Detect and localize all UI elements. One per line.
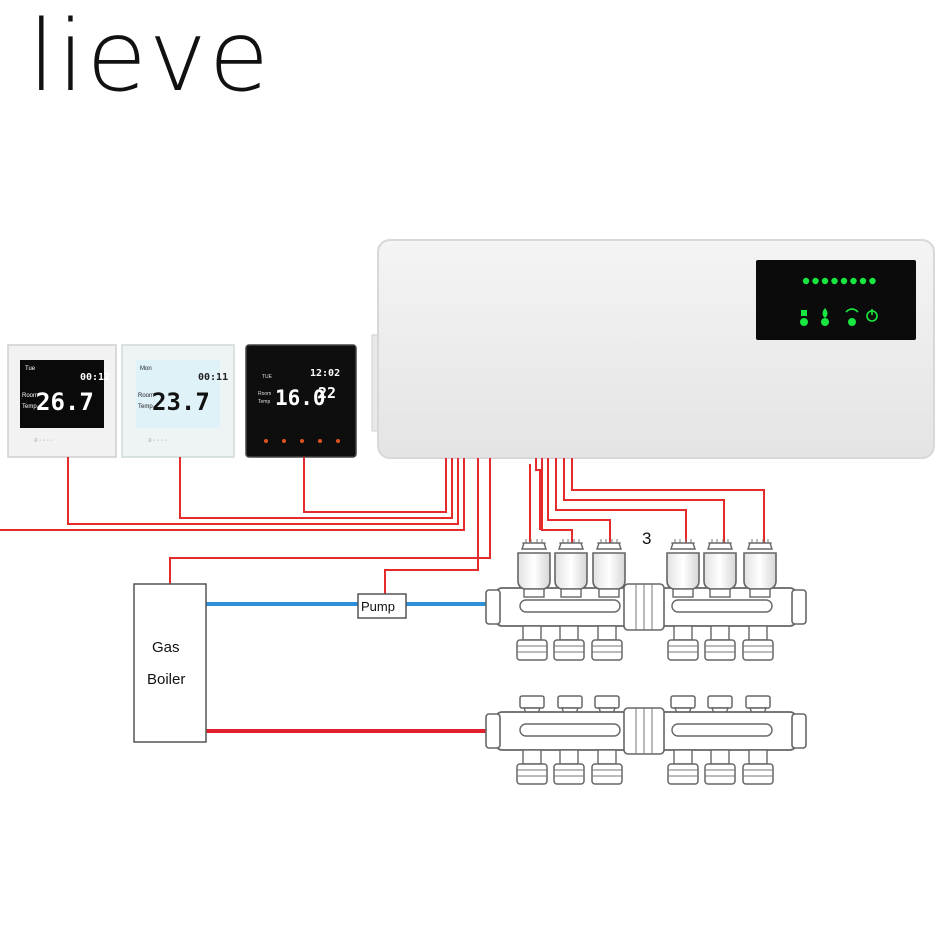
thermal-actuator (666, 538, 700, 598)
wire-actuator-4 (555, 458, 687, 545)
pump-icon (801, 310, 807, 316)
thermostat-screen (20, 360, 104, 428)
room-label: Room (258, 391, 271, 397)
zone-led (802, 277, 810, 285)
wire-thermostat-2 (179, 457, 453, 519)
wire-actuator-6 (571, 458, 765, 545)
thermal-actuator (592, 538, 626, 598)
room-label: Room (22, 393, 38, 399)
wire-external (0, 458, 465, 531)
thermostat-day: TUE (262, 374, 273, 380)
wire-actuator-3 (547, 458, 611, 545)
wire-actuator-5 (563, 458, 725, 545)
wire-thermostat-1 (67, 457, 459, 525)
wire-thermostat-3 (303, 457, 447, 513)
thermostat-temperature: 23.7 (152, 388, 210, 416)
signal-wires (0, 457, 765, 594)
led-status-panel (756, 260, 916, 340)
thermostat-day: Mon (140, 366, 152, 372)
thermostat-backlit: Mon 00:11 Room Temp 23.7 ≡ ◦ ◦ ◦ ◦ (121, 344, 235, 458)
flow-manifold (485, 538, 807, 661)
return-manifold (485, 695, 807, 785)
pump: Pump (357, 593, 407, 619)
thermostat-time: 12:02 (310, 368, 340, 379)
touch-keys: ≡ ◦ ◦ ◦ ◦ (34, 438, 53, 444)
thermal-actuator (554, 538, 588, 598)
temp-label: Temp (258, 399, 270, 405)
thermostat-temperature: 26.7 (36, 388, 94, 416)
thermostat-black: TUE 12:02 Room Temp 16.0 22 (245, 344, 357, 458)
thermal-actuator (743, 538, 777, 598)
gas-boiler: Gas Boiler (133, 583, 207, 743)
flame-icon (822, 308, 828, 318)
boiler-label-line2: Boiler (147, 671, 185, 688)
lieve-logo: lieve (28, 0, 272, 114)
wiring-centre-controller (371, 239, 935, 459)
temp-label: Temp (138, 404, 153, 410)
wire-boiler (169, 458, 491, 584)
touch-keys (264, 439, 340, 443)
wire-actuator-2 (541, 458, 573, 545)
status-icons (800, 308, 878, 326)
zone-led (821, 277, 829, 285)
temp-label: Temp (22, 404, 37, 410)
zone-led-row (802, 277, 876, 285)
thermostat-temperature: 16.0 (275, 386, 326, 410)
room-label: Room (138, 393, 154, 399)
thermostat-time: 00:11 (198, 372, 228, 383)
pump-label: Pump (361, 599, 395, 614)
zone-number-label: 3 (642, 529, 651, 548)
thermal-actuator (517, 538, 551, 598)
thermostat-screen (136, 360, 220, 428)
thermostat-setpoint: 22 (318, 384, 336, 402)
thermal-actuator (703, 538, 737, 598)
wifi-icon (845, 308, 859, 313)
boiler-label-line1: Gas (152, 639, 180, 656)
zone-led (850, 277, 857, 285)
thermostat-white: Tue 00:12 Room Temp 26.7 ≡ ◦ ◦ ◦ ◦ (7, 344, 117, 458)
zone-led (859, 277, 867, 285)
zone-led (831, 277, 838, 285)
zone-led (840, 277, 848, 285)
touch-keys: ≡ ◦ ◦ ◦ ◦ (148, 438, 167, 444)
thermostat-time: 00:12 (80, 372, 110, 383)
zone-led (812, 277, 819, 285)
zone-led (869, 277, 876, 285)
wire-pump (384, 458, 479, 594)
thermostat-day: Tue (25, 366, 36, 372)
